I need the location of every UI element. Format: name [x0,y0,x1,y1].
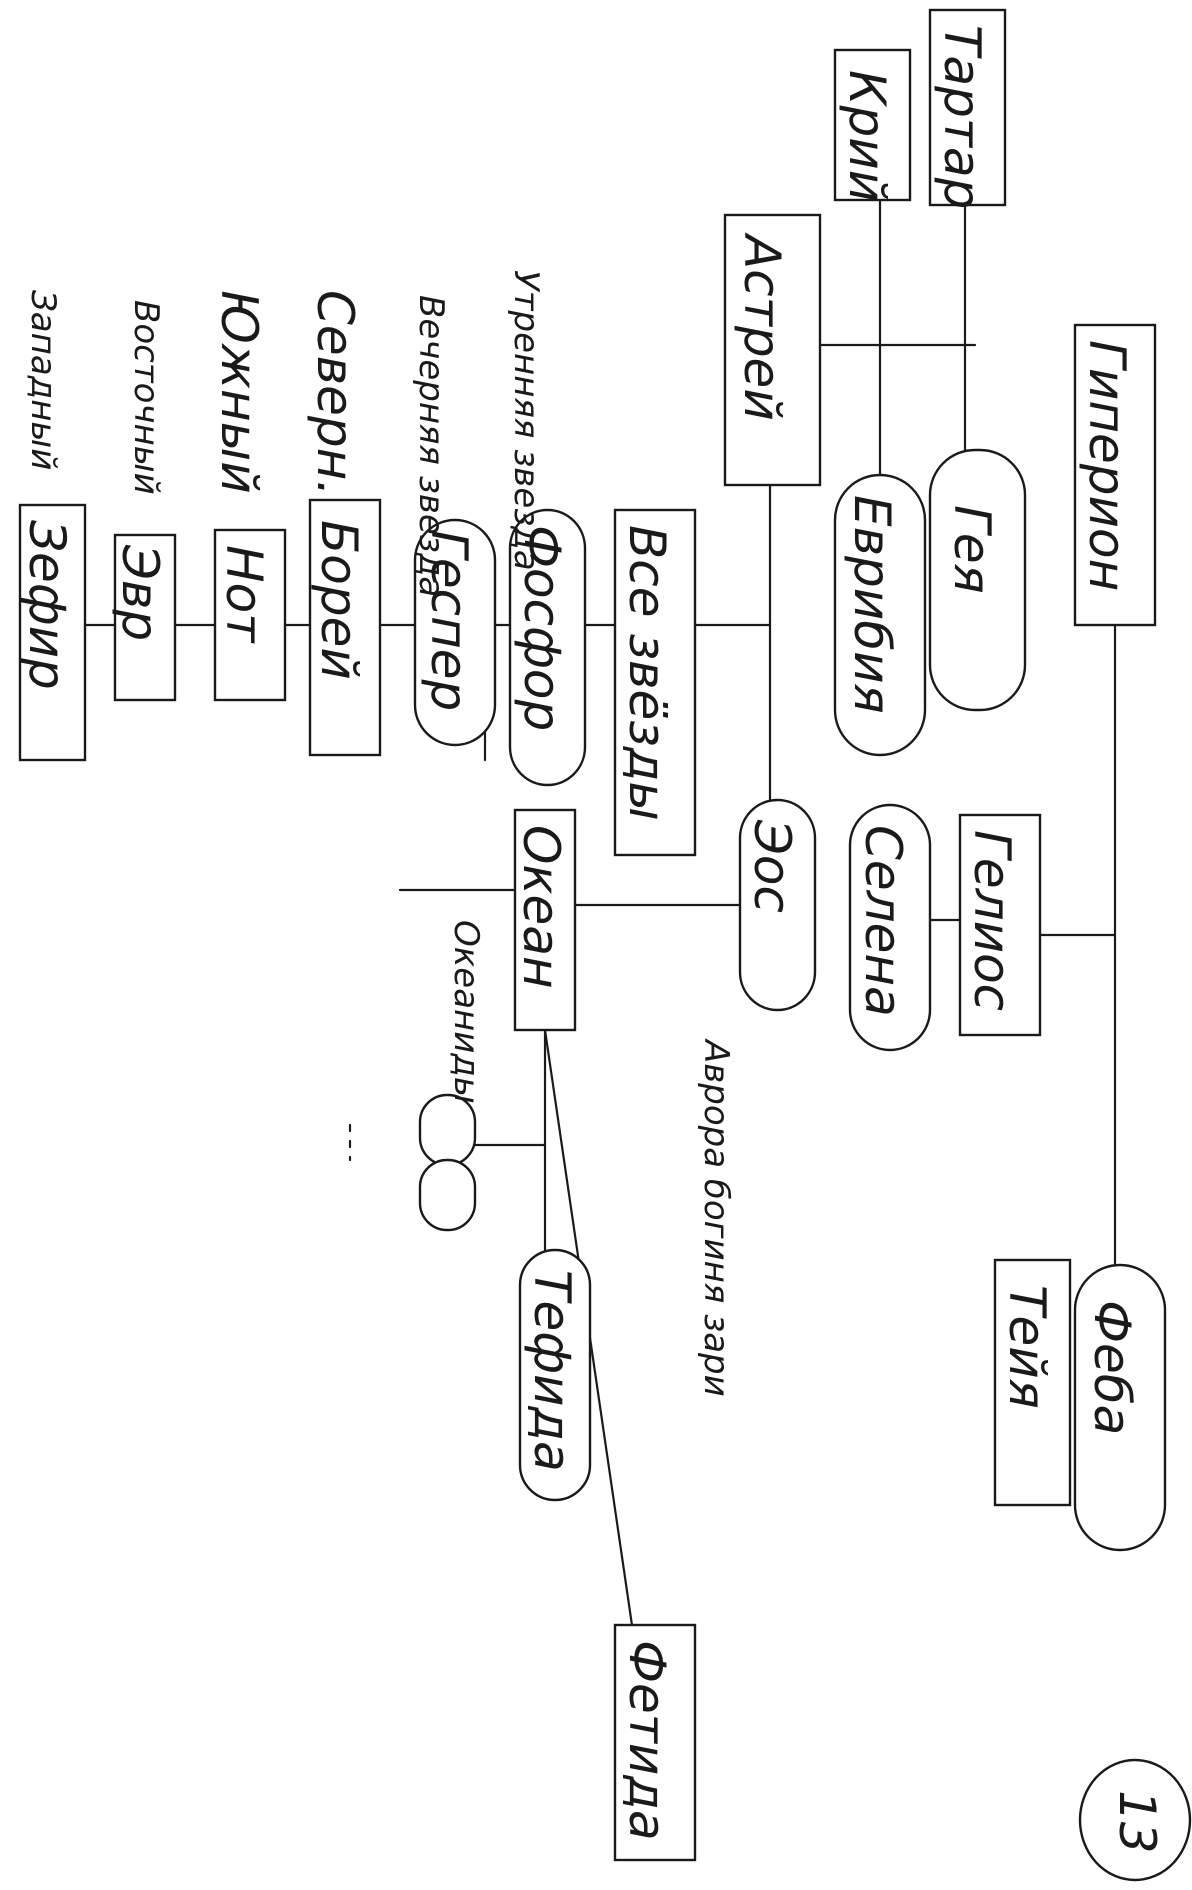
node-vsezvezdy-box [613,508,697,857]
node-okean-label: Океан [512,825,570,989]
node-astrey-box [723,213,822,487]
node-not-box [213,528,287,702]
annotation-zefir: Западный [23,290,63,470]
node-okeanidy-oval-1 [418,1093,477,1167]
annotation-evr: Восточный [126,300,166,495]
node-fosfor-label: Фосфор [513,525,571,731]
node-zefir-label: Зефир [18,520,76,690]
node-geya-label: Гея [943,505,1001,594]
page-number: 13 [1108,1790,1166,1854]
node-tejya-box [993,1258,1072,1507]
node-giperion-label: Гиперион [1078,340,1136,591]
node-fosfor-oval [508,508,587,787]
node-borey-box [308,498,382,757]
node-tejya-label: Тейя [998,1285,1056,1409]
node-evr-label: Эвр [111,544,169,641]
node-feba-label: Феба [1083,1300,1141,1435]
annotation-not: Южный [210,290,268,494]
page-number-badge: 13 [1078,1758,1192,1882]
node-okeanidy-oval-2 [418,1158,477,1232]
node-giperion-box [1073,323,1157,627]
edge-okean-fetida [543,1028,642,1682]
node-gesper-oval [413,518,497,747]
node-okean-box [513,808,577,1032]
node-tartar-label: Тартар [933,25,991,209]
annotation-borey: Северн. [306,290,364,496]
node-evribiya-oval [833,473,927,757]
node-borey-label: Борей [310,520,368,680]
node-kriy-box [833,48,912,202]
node-zefir-box [18,503,87,762]
node-fetida-label: Фетида [618,1640,676,1841]
node-gelios-label: Гелиос [963,830,1021,1011]
annotation-fosfor: Утренняя звезда [506,270,546,571]
node-eos-label: Эос [743,819,801,913]
node-tefida-label: Тефида [523,1270,581,1472]
node-gesper-label: Геспер [420,530,478,711]
annotation-eos: Аврора богиня зари [696,1038,736,1397]
node-selena-label: Селена [854,825,912,1017]
node-feba-oval [1073,1263,1167,1552]
node-astrey-label: Астрей [733,232,791,421]
node-eos-oval [738,798,817,1012]
node-tartar-box [928,8,1007,207]
node-vsezvezdy-label: Все звёзды [618,525,676,821]
node-geya-oval [928,448,1027,712]
node-tefida-oval [518,1248,592,1502]
node-selena-oval [848,803,932,1052]
annotations: Утренняя звезда Вечерняя звезда Северн. … [23,270,736,1397]
node-okeanidy-label: Океаниды [446,920,486,1104]
node-evribiya-label: Еврибия [843,495,901,714]
node-not-label: Нот [215,545,273,644]
node-kriy-label: Крий [838,70,896,202]
node-evr-box [113,533,177,702]
nodes: Тартар Крий Астрей Гиперион Гея Еврибия … [18,8,1167,1862]
node-fetida-box [613,1623,697,1862]
annotation-gesper: Вечерняя звезда [411,295,451,597]
node-gelios-box [958,813,1042,1037]
